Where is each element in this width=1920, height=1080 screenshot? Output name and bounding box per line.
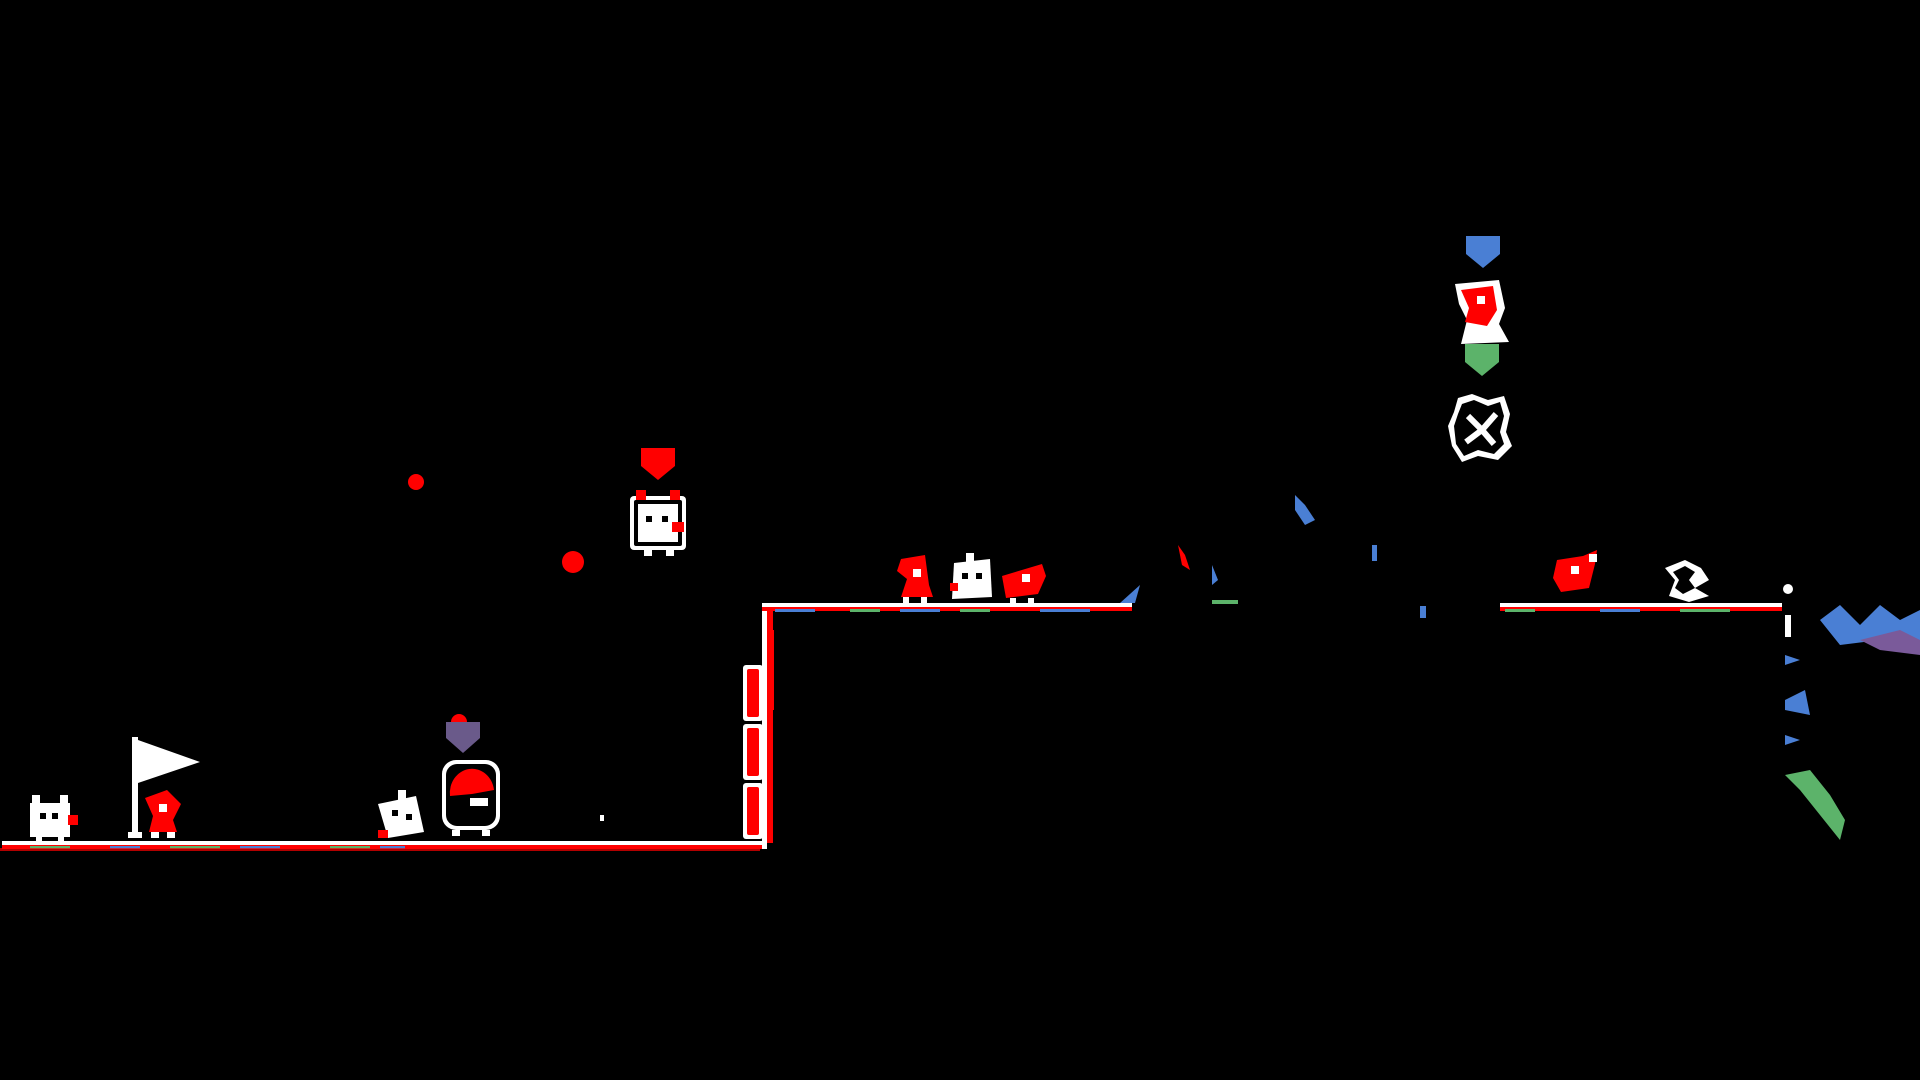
- right-edge-splatter: [1783, 584, 1920, 840]
- white-pig-character: [378, 790, 424, 838]
- red-hood-character: [1002, 564, 1046, 604]
- floating-debris: [600, 495, 1426, 821]
- red-barrier-blocks: [743, 665, 763, 839]
- white-pig-character: [630, 490, 686, 556]
- step-wall: [762, 603, 774, 849]
- red-player-marker-icon: [641, 448, 675, 480]
- green-player-marker-icon: [1465, 344, 1499, 376]
- purple-player-marker-icon: [446, 722, 480, 753]
- white-pig-character: [950, 553, 992, 599]
- player-indicators: [446, 236, 1500, 753]
- upper-platform-left: [762, 585, 1140, 612]
- lower-ground-platform: [0, 841, 762, 851]
- red-hood-character: [897, 555, 933, 603]
- goal-flag[interactable]: [128, 737, 200, 838]
- white-bird-character: [1665, 560, 1709, 602]
- red-hood-character: [1553, 550, 1597, 592]
- helmet-ball-character: [442, 760, 500, 836]
- spiky-blob-character: [1448, 394, 1512, 462]
- red-hood-character: [145, 790, 181, 838]
- characters: [30, 280, 1709, 843]
- terrain: [0, 495, 1920, 851]
- blue-player-marker-icon: [1466, 236, 1500, 268]
- red-bullet-icon: [562, 551, 584, 573]
- flag-icon: [128, 737, 200, 838]
- white-pig-character: [30, 795, 78, 843]
- red-bullet-icon: [408, 474, 424, 490]
- red-hood-character: [1455, 280, 1509, 344]
